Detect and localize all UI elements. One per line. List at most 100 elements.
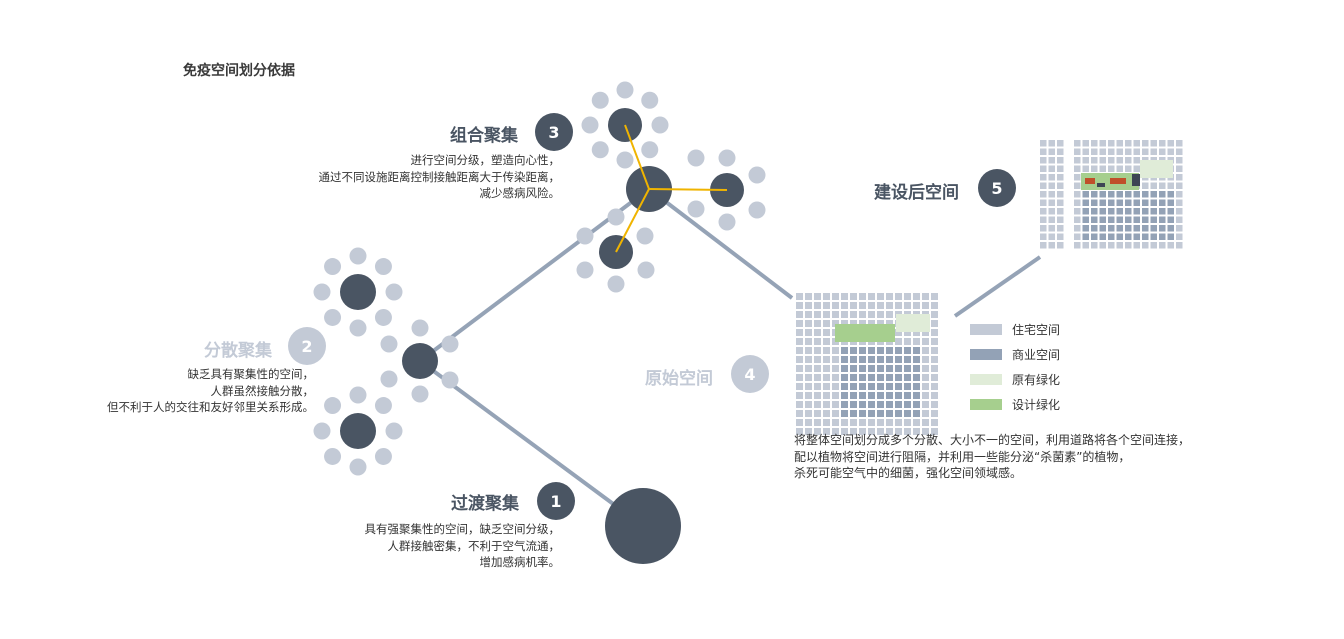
grid-cell [832,302,839,309]
grid-cell [868,311,875,318]
grid-cell [814,410,821,417]
grid-cell [1116,233,1123,240]
grid-cell [814,383,821,390]
grid-cell [1142,208,1149,215]
grid-cell [868,293,875,300]
grid-cell [1142,216,1149,223]
grid-cell [1074,225,1081,232]
stage-5-badge: 5 [978,169,1016,207]
grid-cell [877,374,884,381]
grid-cell [841,428,848,435]
grid-cell [1176,174,1183,181]
grid-cell [1082,140,1089,147]
grid-cell [832,392,839,399]
grid-cell [886,419,893,426]
grid-cell [913,338,920,345]
grid-cell [814,329,821,336]
grid-cell [814,365,821,372]
grid-cell [796,338,803,345]
grid-cell [922,374,929,381]
cluster-node [340,413,376,449]
grid-cell [913,374,920,381]
satellite-node [607,208,625,226]
satellite-node [349,386,367,404]
grid-cell [1116,225,1123,232]
summary-line: 将整体空间划分成多个分散、大小不一的空间，利用道路将各个空间连接， [794,433,1191,447]
grid-cell [877,347,884,354]
satellite-node [380,370,398,388]
grid-cell [868,401,875,408]
satellite-node [576,227,594,245]
grid-cell [1116,165,1123,172]
grid-cell [1167,233,1174,240]
grid-cell [1099,199,1106,206]
grid-cell [1133,191,1140,198]
grid-cell [904,419,911,426]
grid-cell [823,320,830,327]
satellite-node [651,116,669,134]
grid-cell [1142,182,1149,189]
grid-cell [1176,242,1183,249]
grid-cell [823,419,830,426]
grid-cell [877,419,884,426]
grid-cell [1040,157,1047,164]
grid-cell [832,374,839,381]
grid-cell [1057,242,1064,249]
grid-cell [832,419,839,426]
grid-cell [886,410,893,417]
spoke-line [615,188,650,253]
description-line: 缺乏具有聚集性的空间， [187,367,315,381]
grid-cell [895,356,902,363]
grid-cell [886,383,893,390]
page-title: 免疫空间划分依据 [183,63,295,79]
grid-cell [1099,165,1106,172]
grid-cell [814,311,821,318]
grid-cell [922,347,929,354]
grid-cell [1125,157,1132,164]
grid-cell [922,329,929,336]
grid-cell [1133,165,1140,172]
grid-cell [796,392,803,399]
grid-cell [1074,165,1081,172]
grid-cell [1116,148,1123,155]
grid-cell [1176,165,1183,172]
grid-cell [1125,191,1132,198]
grid-cell [1142,225,1149,232]
grid-cell [814,320,821,327]
grid-cell [1082,233,1089,240]
grid-cell [850,410,857,417]
grid-cell [1099,242,1106,249]
grid-cell [1082,157,1089,164]
grid-cell [1091,199,1098,206]
grid-cell [931,365,938,372]
grid-cell [823,338,830,345]
grid-cell [859,401,866,408]
legend-label: 设计绿化 [1012,397,1061,412]
grid-cell [1048,140,1055,147]
grid-cell [922,356,929,363]
grid-cell [1099,140,1106,147]
grid-cell [895,374,902,381]
grid-cell [1125,216,1132,223]
satellite-node [748,166,766,184]
grid-cell [877,392,884,399]
grid-cell [1125,140,1132,147]
grid-cell [841,383,848,390]
stage-2-badge: 2 [288,327,326,365]
grid-cell [1167,182,1174,189]
grid-cell [832,401,839,408]
grid-cell [841,365,848,372]
grid-cell [796,428,803,435]
grid-cell [1176,216,1183,223]
satellite-node [748,201,766,219]
summary-line: 杀死可能空气中的细菌，强化空间领域感。 [794,466,1023,480]
grid-cell [832,383,839,390]
grid-cell [904,374,911,381]
description-line: 减少感病风险。 [479,186,561,200]
summary-text: 将整体空间划分成多个分散、大小不一的空间，利用道路将各个空间连接， 配以植物将空… [794,432,1190,482]
grid-cell [1150,208,1157,215]
grid-cell [823,401,830,408]
grid-cell [1057,225,1064,232]
grid-cell [1150,216,1157,223]
grid-cell [922,293,929,300]
